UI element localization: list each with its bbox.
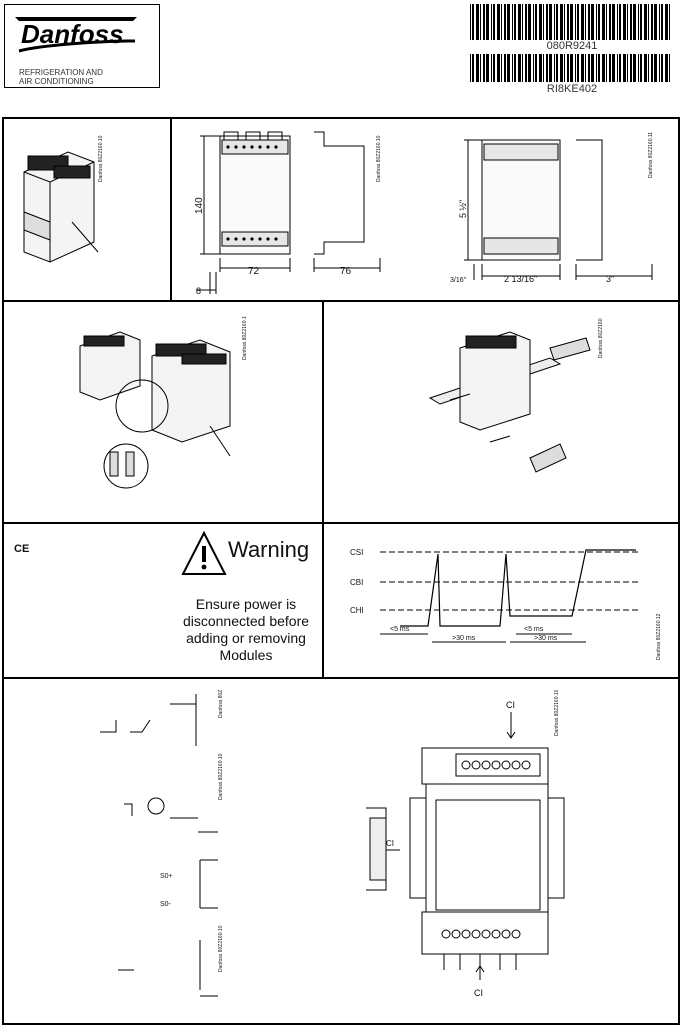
instruction-sheet <box>2 117 680 1025</box>
stamp-e: Danfoss 80Z2160.10 <box>598 318 604 358</box>
barcode-2 <box>470 54 670 82</box>
dim-width-imperial: 2 13/16" <box>504 274 537 284</box>
stamp-i: Danfoss 80Z2160.10 <box>218 925 224 972</box>
timing-diagram: CSI CBI CHI <5 ms >30 ms <5 ms >30 ms Da… <box>350 548 662 660</box>
divider-row-3 <box>2 677 680 679</box>
warning-line-3: adding or removing <box>186 630 306 646</box>
module-connect-drawing: Danfoss 80Z2160.10 <box>79 316 248 489</box>
divider-row-2 <box>2 522 680 524</box>
stamp-a: Danfoss 80Z2160.10 <box>98 135 104 182</box>
stamp-b: Danfoss 80Z2160.10 <box>376 135 382 182</box>
logo-box: Danfoss REFRIGERATION AND AIR CONDITIONI… <box>4 4 160 88</box>
time-far: >30 ms <box>534 635 558 642</box>
stamp-g: Danfoss 80Z2160.10 <box>218 690 224 718</box>
warning-text: Ensure power is disconnected before addi… <box>172 596 320 664</box>
level-cbi: CBI <box>350 578 363 587</box>
dim-offset-imperial: 3/16" <box>450 277 467 284</box>
level-csi: CSI <box>350 548 363 557</box>
header: Danfoss REFRIGERATION AND AIR CONDITIONI… <box>0 0 682 117</box>
barcode-1 <box>470 4 670 40</box>
dim-offset-metric: 8 <box>196 286 201 296</box>
stamp-j: Danfoss 80Z2160.10 <box>554 690 560 736</box>
imperial-dimension-drawing: 5 ½" 2 13/16" 3" 3/16" Danfoss 80Z2160.1… <box>450 132 654 284</box>
wiring-symbols: S0+ S0- Danfoss 80Z2160.10 Danfoss 80Z21… <box>100 690 224 997</box>
stamp-d: Danfoss 80Z2160.10 <box>242 316 248 360</box>
warning-title: Warning <box>228 537 310 562</box>
wire-label-side: CI <box>386 839 394 848</box>
module-wiring-drawing: CI CI CI Danfoss 80Z2160.10 <box>366 690 565 998</box>
dim-height-imperial: 5 ½" <box>458 200 468 218</box>
divider-col-mid <box>322 300 324 678</box>
warning-line-2: disconnected before <box>182 613 310 629</box>
metric-dimension-drawing: 140 72 76 8 Danfoss 80Z2160.10 <box>194 131 382 296</box>
code-1: 080R9241 <box>546 40 598 52</box>
warning-line-1: Ensure power is <box>195 596 297 612</box>
divider-col-top-1 <box>170 117 172 301</box>
code-2: RI8KE402 <box>546 83 598 95</box>
tagline-2: AIR CONDITIONING <box>19 77 94 86</box>
warning-line-4: Modules <box>219 647 273 663</box>
din-rail-mount-drawing: Danfoss 80Z2160.10 <box>428 318 604 473</box>
time-left: <5 ms <box>390 626 410 633</box>
dim-width-metric: 72 <box>248 266 260 277</box>
danfoss-logo: Danfoss <box>15 17 137 53</box>
level-chi: CHI <box>350 606 364 615</box>
module-iso-drawing: Danfoss 80Z2160.10 <box>23 135 104 263</box>
wire-label-bottom: CI <box>474 988 483 998</box>
time-mid: >30 ms <box>452 635 476 642</box>
dim-depth-imperial: 3" <box>606 274 614 284</box>
stamp-f: Danfoss 80Z2160.12 <box>656 613 662 660</box>
dim-height-metric: 140 <box>194 197 205 214</box>
ce-mark: CE <box>14 543 30 555</box>
terminal-a: S0+ <box>160 873 173 880</box>
terminal-b: S0- <box>160 901 172 908</box>
divider-row-1 <box>2 300 680 302</box>
dim-depth-metric: 76 <box>340 266 352 277</box>
wire-label-top: CI <box>506 700 515 710</box>
warning-triangle-icon <box>181 530 227 575</box>
tagline-1: REFRIGERATION AND <box>19 68 103 77</box>
brand-logo-text: Danfoss <box>21 19 124 49</box>
stamp-c: Danfoss 80Z2160.11 <box>648 132 654 178</box>
time-right: <5 ms <box>524 626 544 633</box>
stamp-h: Danfoss 80Z2160.10 <box>218 753 224 800</box>
